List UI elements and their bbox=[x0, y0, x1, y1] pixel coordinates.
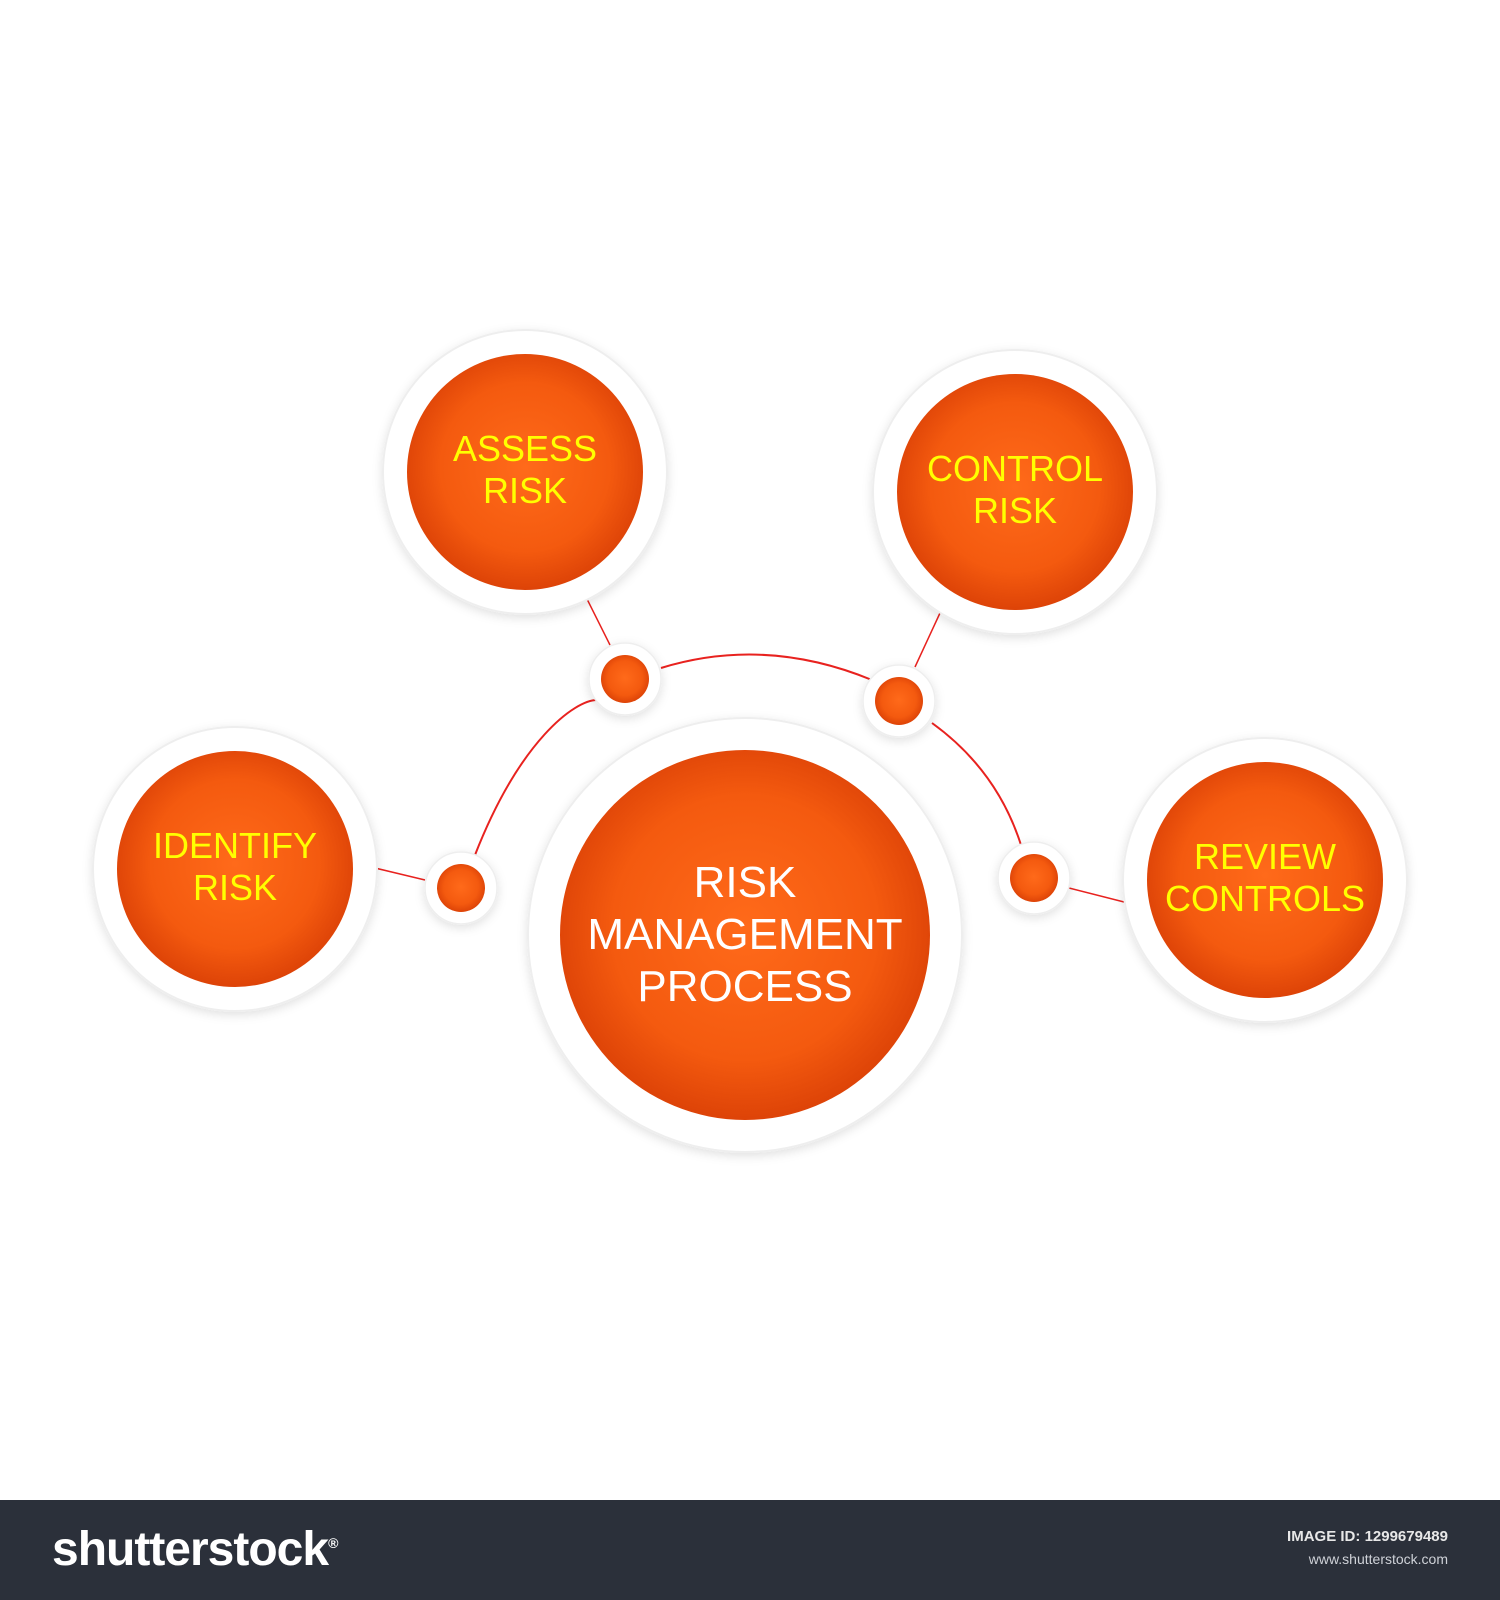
image-meta: IMAGE ID: 1299679489 www.shutterstock.co… bbox=[1287, 1528, 1448, 1567]
center-node-circle bbox=[560, 750, 930, 1120]
site-url: www.shutterstock.com bbox=[1308, 1551, 1448, 1567]
identify-connector-dot bbox=[437, 864, 485, 912]
image-id-row: IMAGE ID: 1299679489 bbox=[1287, 1528, 1448, 1545]
brand-name: shutterstock bbox=[52, 1523, 329, 1576]
risk-process-diagram bbox=[92, 329, 1408, 1153]
review-spoke-line bbox=[1068, 887, 1129, 904]
connector-lines bbox=[374, 596, 1129, 904]
shutterstock-logo: shutterstock® bbox=[52, 1522, 338, 1577]
image-id-label: IMAGE ID: bbox=[1287, 1528, 1361, 1545]
arc-segment-right bbox=[931, 722, 1022, 846]
control-risk-node-circle bbox=[897, 374, 1133, 610]
identify-risk-node-circle bbox=[117, 751, 353, 987]
arc-segment-top bbox=[660, 653, 873, 681]
review-connector-dot bbox=[1010, 854, 1058, 902]
arc-segment-left bbox=[474, 699, 598, 856]
assess-spoke-line bbox=[585, 596, 611, 646]
stock-footer-bar: shutterstock® IMAGE ID: 1299679489 www.s… bbox=[0, 1500, 1500, 1600]
assess-connector-dot bbox=[601, 655, 649, 703]
identify-spoke-line bbox=[374, 867, 426, 881]
registered-mark: ® bbox=[328, 1535, 338, 1551]
node-circles bbox=[117, 354, 1383, 1120]
review-controls-node-circle bbox=[1147, 762, 1383, 998]
assess-risk-node-circle bbox=[407, 354, 643, 590]
image-id-value: 1299679489 bbox=[1364, 1528, 1448, 1545]
control-connector-dot bbox=[875, 677, 923, 725]
diagram-canvas: RISK MANAGEMENT PROCESS IDENTIFY RISK AS… bbox=[92, 329, 1408, 1153]
control-spoke-line bbox=[914, 612, 941, 668]
